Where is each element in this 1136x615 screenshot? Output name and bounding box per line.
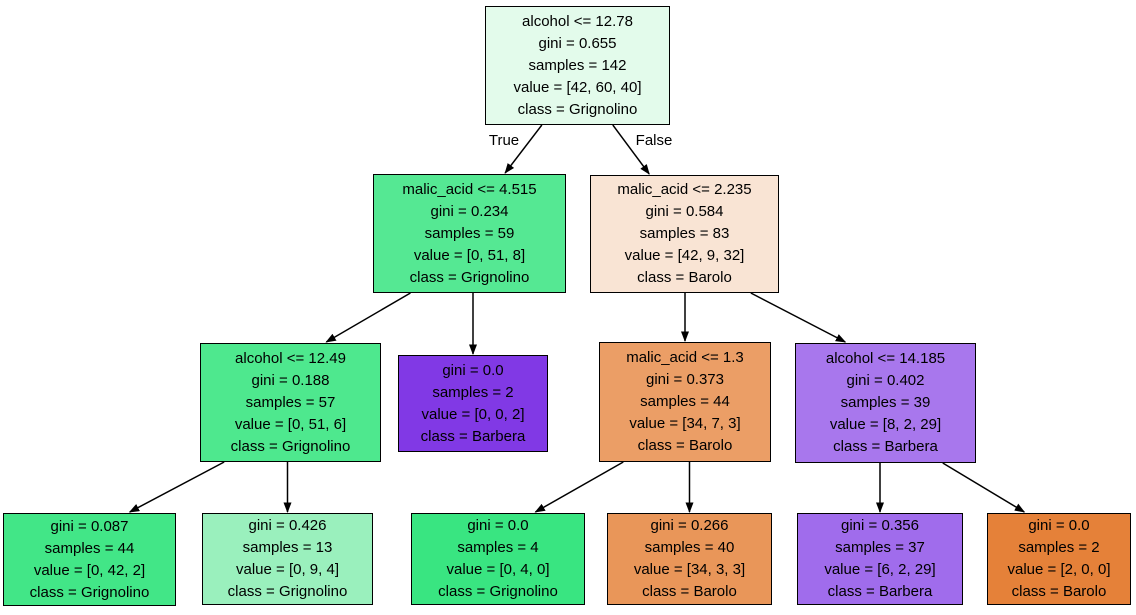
- tree-node-n7: gini = 0.087 samples = 44 value = [0, 42, …: [3, 513, 176, 606]
- tree-edge-n5-n9: [534, 461, 624, 513]
- node-text-line: value = [0, 0, 2]: [421, 405, 525, 423]
- node-text-line: class = Grignolino: [438, 583, 558, 600]
- node-text-line: value = [8, 2, 29]: [829, 416, 942, 433]
- tree-node-n5: malic_acid <= 1.3 gini = 0.373 samples = 4…: [599, 342, 771, 462]
- node-text-line: value = [6, 2, 29]: [824, 561, 936, 578]
- node-text-line: value = [0, 51, 8]: [413, 246, 526, 264]
- node-text-line: gini = 0.266: [650, 517, 729, 534]
- node-text-line: samples = 40: [644, 539, 735, 556]
- tree-node-n4: gini = 0.0 samples = 2 value = [0, 0, 2] cl…: [398, 355, 548, 452]
- node-text-line: samples = 39: [840, 394, 931, 411]
- node-text-line: value = [0, 42, 2]: [33, 561, 146, 579]
- node-text-line: value = [0, 51, 6]: [234, 415, 347, 433]
- node-text-line: samples = 142: [528, 56, 627, 74]
- node-text-line: alcohol <= 12.78: [522, 12, 633, 30]
- node-text-line: samples = 2: [1018, 539, 1100, 556]
- tree-node-n6: alcohol <= 14.185 gini = 0.402 samples = 3…: [795, 343, 976, 463]
- node-text-line: class = Grignolino: [227, 583, 348, 600]
- node-text-line: class = Barolo: [637, 437, 733, 454]
- tree-node-n3: alcohol <= 12.49 gini = 0.188 samples = 57…: [200, 343, 381, 462]
- node-text-line: class = Barbera: [420, 427, 526, 445]
- node-text-line: alcohol <= 12.49: [235, 349, 346, 367]
- node-text-line: class = Grignolino: [230, 437, 351, 455]
- tree-edge-n2-n6: [750, 292, 847, 343]
- tree-node-n10: gini = 0.266 samples = 40 value = [34, 3, …: [607, 513, 772, 605]
- node-text-line: gini = 0.426: [248, 517, 327, 534]
- node-text-line: class = Barbera: [833, 438, 938, 455]
- tree-node-n9: gini = 0.0 samples = 4 value = [0, 4, 0] cl…: [411, 513, 585, 605]
- node-text-line: samples = 37: [835, 539, 925, 556]
- tree-node-n11: gini = 0.356 samples = 37 value = [6, 2, 2…: [797, 513, 963, 605]
- node-text-line: alcohol <= 14.185: [825, 350, 946, 367]
- edge-label-true: True: [488, 132, 520, 149]
- node-text-line: value = [34, 3, 3]: [633, 561, 746, 578]
- node-text-line: samples = 59: [424, 224, 515, 242]
- tree-edge-n1-n3: [325, 292, 411, 343]
- node-text-line: value = [34, 7, 3]: [629, 415, 741, 432]
- node-text-line: value = [2, 0, 0]: [1007, 561, 1111, 578]
- node-text-line: samples = 44: [44, 539, 135, 557]
- node-text-line: samples = 57: [245, 393, 336, 411]
- node-text-line: samples = 44: [640, 393, 730, 410]
- tree-edge-root-n2: [612, 124, 650, 175]
- edge-label-false: False: [635, 132, 673, 149]
- node-text-line: malic_acid <= 4.515: [402, 180, 537, 198]
- tree-node-n1: malic_acid <= 4.515 gini = 0.234 samples =…: [373, 174, 566, 293]
- node-text-line: gini = 0.0: [467, 517, 529, 534]
- node-text-line: gini = 0.0: [442, 361, 504, 379]
- node-text-line: class = Barolo: [637, 269, 732, 286]
- node-text-line: gini = 0.0: [1028, 517, 1090, 534]
- node-text-line: gini = 0.373: [646, 371, 724, 388]
- node-text-line: gini = 0.356: [841, 517, 919, 534]
- node-text-line: class = Grignolino: [409, 268, 530, 286]
- tree-edge-root-n1: [504, 124, 543, 174]
- node-text-line: gini = 0.188: [251, 371, 330, 389]
- node-text-line: gini = 0.655: [538, 34, 617, 52]
- node-text-line: samples = 83: [639, 225, 730, 242]
- node-text-line: class = Barbera: [827, 583, 933, 600]
- node-text-line: class = Barolo: [1011, 583, 1107, 600]
- node-text-line: samples = 4: [457, 539, 539, 556]
- tree-node-n2: malic_acid <= 2.235 gini = 0.584 samples =…: [590, 175, 779, 293]
- tree-edge-n6-n12: [942, 462, 1026, 513]
- node-text-line: value = [42, 60, 40]: [513, 78, 642, 96]
- node-text-line: gini = 0.234: [430, 202, 509, 220]
- node-text-line: value = [42, 9, 32]: [624, 247, 745, 264]
- node-text-line: gini = 0.584: [645, 203, 724, 220]
- tree-node-n12: gini = 0.0 samples = 2 value = [2, 0, 0] cl…: [987, 513, 1131, 605]
- node-text-line: value = [0, 9, 4]: [236, 561, 339, 578]
- node-text-line: value = [0, 4, 0]: [446, 561, 550, 578]
- node-text-line: samples = 2: [432, 383, 514, 401]
- node-text-line: class = Grignolino: [517, 100, 638, 118]
- node-text-line: class = Barolo: [642, 583, 737, 600]
- node-text-line: gini = 0.402: [846, 372, 925, 389]
- tree-node-root: alcohol <= 12.78 gini = 0.655 samples = 14…: [485, 6, 670, 125]
- node-text-line: malic_acid <= 1.3: [626, 349, 744, 366]
- tree-edge-n3-n7: [128, 461, 225, 513]
- node-text-line: malic_acid <= 2.235: [617, 181, 752, 198]
- tree-node-n8: gini = 0.426 samples = 13 value = [0, 9, 4…: [202, 513, 373, 605]
- node-text-line: gini = 0.087: [50, 517, 129, 535]
- node-text-line: samples = 13: [242, 539, 333, 556]
- node-text-line: class = Grignolino: [29, 583, 150, 601]
